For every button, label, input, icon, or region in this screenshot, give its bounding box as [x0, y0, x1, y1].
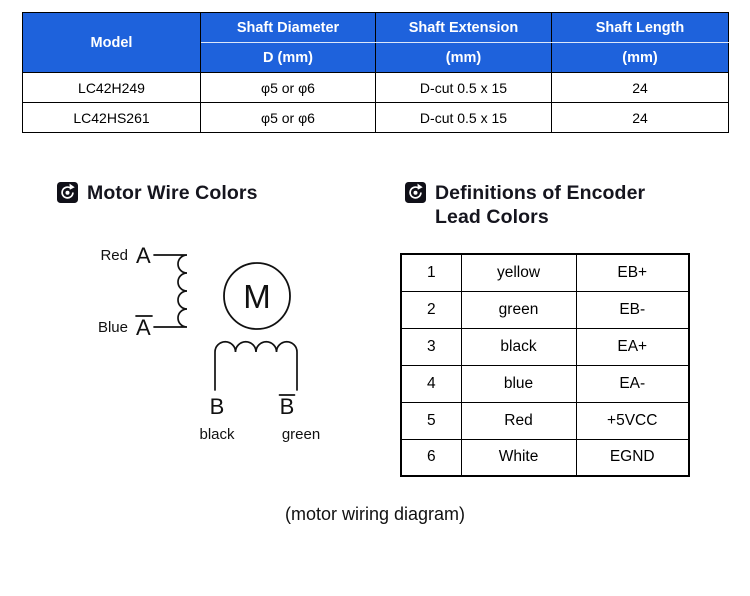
encoder-lead-table: 1 yellow EB+ 2 green EB- 3 black EA+ 4 b… [400, 253, 690, 477]
encoder-signal: EGND [575, 438, 690, 477]
wire-label-red: Red [100, 247, 128, 264]
spec-cell-diameter: φ5 or φ6 [200, 72, 376, 103]
encoder-pin: 5 [400, 401, 462, 440]
encoder-row: 3 black EA+ [400, 327, 690, 366]
encoder-signal: EA- [575, 364, 690, 403]
motor-m-label: M [243, 278, 271, 315]
motor-section-title: Motor Wire Colors [87, 182, 258, 204]
encoder-row: 1 yellow EB+ [400, 253, 690, 292]
encoder-color: blue [460, 364, 577, 403]
spec-cell-extension: D-cut 0.5 x 15 [375, 72, 552, 103]
rotate-icon [57, 182, 78, 203]
diagram-caption: (motor wiring diagram) [284, 504, 466, 524]
encoder-color: Red [460, 401, 577, 440]
encoder-row: 6 White EGND [400, 438, 690, 477]
encoder-color: yellow [460, 253, 577, 292]
terminal-label-a-bar: A [136, 315, 151, 340]
spec-table: Model Shaft Diameter Shaft Extension Sha… [22, 12, 729, 133]
encoder-pin: 3 [400, 327, 462, 366]
encoder-signal: +5VCC [575, 401, 690, 440]
encoder-row: 5 Red +5VCC [400, 401, 690, 440]
encoder-color: black [460, 327, 577, 366]
encoder-row: 4 blue EA- [400, 364, 690, 403]
spec-header-shaft-length: Shaft Length [551, 12, 729, 43]
encoder-definitions-heading: Definitions of Encoder Lead Colors [405, 181, 645, 229]
spec-cell-model: LC42HS261 [22, 102, 201, 133]
spec-header-row-1: Model Shaft Diameter Shaft Extension Sha… [22, 12, 729, 73]
spec-header-model: Model [22, 12, 201, 73]
spec-row: LC42HS261 φ5 or φ6 D-cut 0.5 x 15 24 [22, 102, 729, 133]
spec-header-shaft-extension: Shaft Extension [375, 12, 552, 43]
spec-cell-model: LC42H249 [22, 72, 201, 103]
motor-wire-colors-heading: Motor Wire Colors [57, 181, 258, 205]
spec-subheader-diameter: D (mm) [200, 42, 376, 73]
encoder-pin: 4 [400, 364, 462, 403]
encoder-pin: 2 [400, 290, 462, 329]
spec-header-row-2: D (mm) (mm) (mm) [23, 42, 729, 73]
encoder-signal: EA+ [575, 327, 690, 366]
encoder-pin: 6 [400, 438, 462, 477]
spec-subheader-extension: (mm) [375, 42, 552, 73]
wire-label-black: black [199, 426, 235, 443]
spec-cell-diameter: φ5 or φ6 [200, 102, 376, 133]
spec-row: LC42H249 φ5 or φ6 D-cut 0.5 x 15 24 [22, 72, 729, 103]
phase-a-coil [153, 254, 188, 328]
motor-wiring-diagram: Red A Blue A M B B black green [98, 243, 320, 443]
terminal-label-b: B [210, 394, 225, 419]
terminal-label-b-bar: B [280, 394, 295, 419]
rotate-icon [405, 182, 426, 203]
encoder-pin: 1 [400, 253, 462, 292]
spec-header-shaft-diameter: Shaft Diameter [200, 12, 376, 43]
encoder-row: 2 green EB- [400, 290, 690, 329]
encoder-color: White [460, 438, 577, 477]
phase-b-coil [214, 340, 298, 391]
encoder-color: green [460, 290, 577, 329]
terminal-label-a: A [136, 243, 151, 268]
wire-label-green: green [282, 426, 320, 443]
encoder-section-title-line2: Lead Colors [435, 206, 549, 228]
spec-cell-length: 24 [551, 72, 729, 103]
encoder-section-title-line1: Definitions of Encoder [435, 182, 646, 204]
spec-cell-extension: D-cut 0.5 x 15 [375, 102, 552, 133]
encoder-signal: EB- [575, 290, 690, 329]
spec-subheader-length: (mm) [551, 42, 729, 73]
motor-circle [223, 262, 291, 330]
wire-label-blue: Blue [98, 319, 128, 336]
encoder-signal: EB+ [575, 253, 690, 292]
spec-cell-length: 24 [551, 102, 729, 133]
